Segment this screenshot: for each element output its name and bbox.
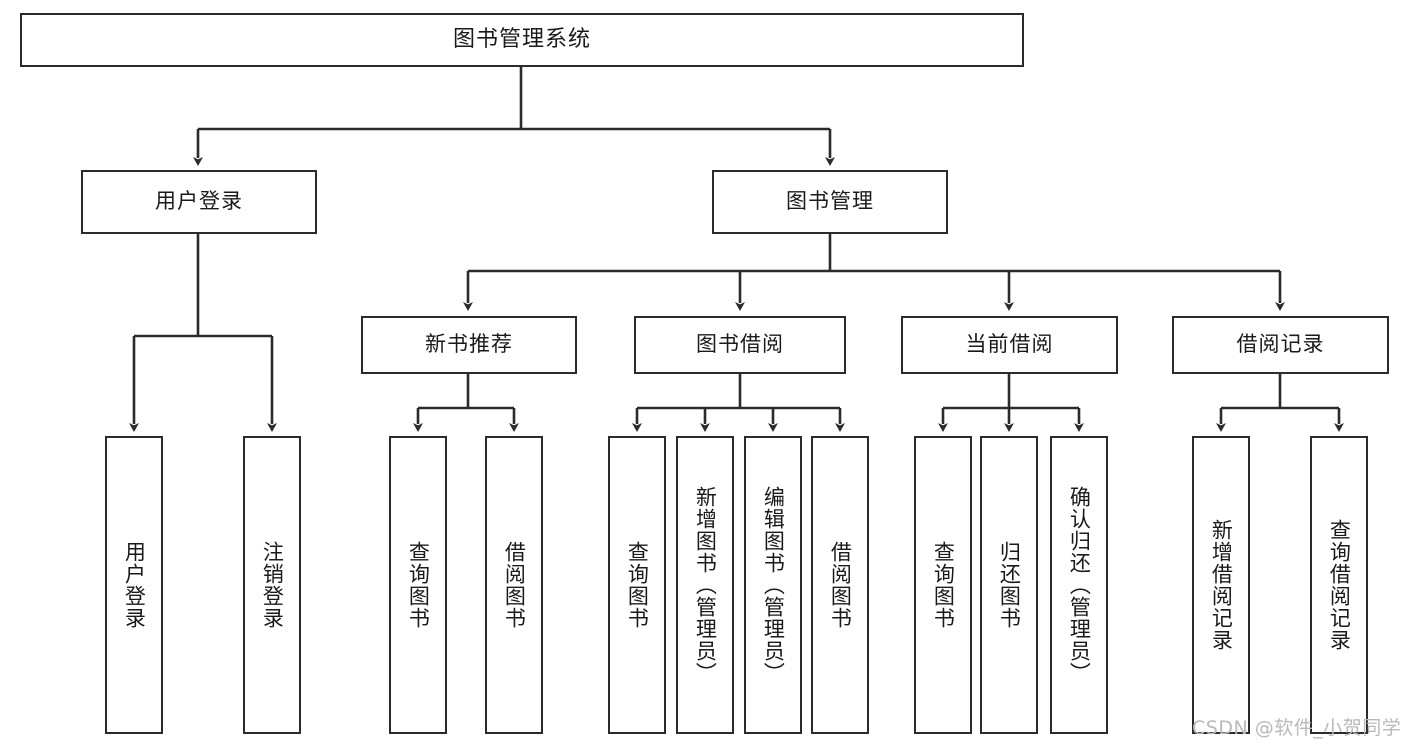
node-label: 用户登录 xyxy=(155,189,243,214)
node-borrow-record[interactable]: 借阅记录 xyxy=(1172,316,1389,374)
node-label: 查询图书 xyxy=(931,541,956,629)
node-label: 新增图书（管理员） xyxy=(693,486,718,684)
node-label: 归还图书 xyxy=(997,541,1022,629)
node-label: 图书管理系统 xyxy=(452,26,591,52)
leaf-borrow-record-query-record[interactable]: 查询借阅记录 xyxy=(1310,436,1368,734)
node-label: 图书借阅 xyxy=(696,332,784,357)
node-label: 查询图书 xyxy=(625,541,650,629)
leaf-current-borrow-query-book[interactable]: 查询图书 xyxy=(914,436,972,734)
node-label: 查询借阅记录 xyxy=(1327,519,1352,651)
node-label: 编辑图书（管理员） xyxy=(761,486,786,684)
node-label: 借阅图书 xyxy=(502,541,527,629)
node-book-borrow[interactable]: 图书借阅 xyxy=(634,316,846,374)
leaf-user-login-logout[interactable]: 注销登录 xyxy=(243,436,301,734)
node-label: 新书推荐 xyxy=(425,332,513,357)
node-current-borrow[interactable]: 当前借阅 xyxy=(901,316,1118,374)
leaf-current-borrow-confirm-return-admin[interactable]: 确认归还（管理员） xyxy=(1050,436,1108,734)
leaf-new-book-query-book[interactable]: 查询图书 xyxy=(389,436,447,734)
node-label: 借阅记录 xyxy=(1236,332,1325,357)
leaf-new-book-borrow-book[interactable]: 借阅图书 xyxy=(485,436,543,734)
node-label: 查询图书 xyxy=(406,541,431,629)
leaf-book-borrow-borrow-book[interactable]: 借阅图书 xyxy=(811,436,869,734)
leaf-book-borrow-edit-book-admin[interactable]: 编辑图书（管理员） xyxy=(744,436,802,734)
node-label: 确认归还（管理员） xyxy=(1067,486,1092,684)
node-label: 用户登录 xyxy=(122,541,147,629)
node-user-login[interactable]: 用户登录 xyxy=(81,170,317,234)
node-root-library-management-system[interactable]: 图书管理系统 xyxy=(20,13,1024,67)
node-book-management[interactable]: 图书管理 xyxy=(712,170,948,234)
leaf-borrow-record-add-record[interactable]: 新增借阅记录 xyxy=(1192,436,1250,734)
leaf-current-borrow-return-book[interactable]: 归还图书 xyxy=(980,436,1038,734)
leaf-user-login-login[interactable]: 用户登录 xyxy=(105,436,163,734)
leaf-book-borrow-query-book[interactable]: 查询图书 xyxy=(608,436,666,734)
node-label: 当前借阅 xyxy=(965,332,1054,357)
node-new-book-recommend[interactable]: 新书推荐 xyxy=(361,316,577,374)
node-label: 图书管理 xyxy=(786,189,874,214)
node-label: 注销登录 xyxy=(260,541,285,629)
watermark-csdn: CSDN @软件_小贺同学 xyxy=(1192,717,1402,739)
node-label: 新增借阅记录 xyxy=(1209,519,1234,651)
node-label: 借阅图书 xyxy=(828,541,853,629)
leaf-book-borrow-add-book-admin[interactable]: 新增图书（管理员） xyxy=(676,436,734,734)
